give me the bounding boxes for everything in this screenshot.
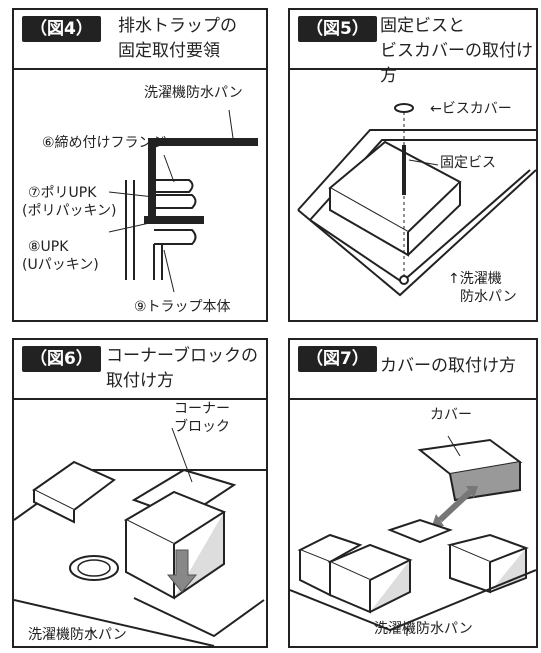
pan-label: 洗濯機防水パン — [28, 627, 127, 643]
figure-5-header: （図5） 固定ビスと ビスカバーの取付け方 — [290, 10, 536, 86]
figure-4-header: （図4） 排水トラップの 固定取付要領 — [14, 10, 266, 70]
figure-6-title: コーナーブロックの 取付け方 — [106, 346, 258, 391]
poly-upk-note: (ポリパッキン) — [22, 203, 117, 219]
figure-5-title: 固定ビスと ビスカバーの取付け方 — [380, 16, 533, 86]
figure-6-panel: （図6） コーナーブロックの 取付け方 ↑ コーナー ブロ — [12, 338, 268, 648]
figure-4-drawing: 洗濯機防水パン ⑥締め付けフランジ ⑦ポリUPK (ポリパッキン) ⑧UPK (… — [14, 70, 266, 320]
corner-block-label-line2: ブロック — [174, 419, 230, 435]
figure-6-header: （図6） コーナーブロックの 取付け方 — [14, 340, 266, 400]
drain-trap-diagram — [108, 109, 258, 293]
figure-7-panel: （図7） カバーの取付け方 ↑ カバー 洗 — [288, 338, 538, 648]
cover-diagram: ↑ — [289, 435, 537, 639]
figure-6-drawing: ↑ コーナー ブロック 洗濯機防水パン — [13, 400, 266, 647]
figure-7-title: カバーの取付け方 — [380, 356, 516, 376]
upk-note: (Uパッキン) — [22, 257, 99, 273]
poly-upk-label: ⑦ポリUPK — [28, 185, 97, 201]
pan-label-line1: ↑洗濯機 — [448, 271, 502, 287]
figure-5-panel: （図5） 固定ビスと ビスカバーの取付け方 ←ビスカバー 固定ビス ↑洗濯機 防… — [288, 8, 538, 322]
cover-label: カバー — [430, 407, 472, 423]
svg-text:↑: ↑ — [86, 627, 96, 641]
figure-7-header: （図7） カバーの取付け方 — [290, 340, 536, 400]
figure-5-drawing: ←ビスカバー 固定ビス ↑洗濯機 防水パン — [290, 70, 537, 320]
svg-text:↑: ↑ — [402, 625, 412, 639]
screw-cover-label: ←ビスカバー — [430, 101, 512, 117]
screw-diagram — [297, 103, 537, 297]
figure-4-panel: （図4） 排水トラップの 固定取付要領 洗濯機防水パン ⑥締め付けフラ — [12, 8, 268, 322]
trap-body-label: ⑨トラップ本体 — [134, 299, 231, 315]
figure-6-tag: （図6） — [22, 346, 101, 372]
figure-4-tag: （図4） — [22, 16, 101, 42]
pan-label: 洗濯機防水パン — [144, 85, 243, 101]
pan-label: 洗濯機防水パン — [374, 621, 473, 637]
figure-7-tag: （図7） — [298, 346, 377, 372]
corner-block-label-line1: コーナー — [174, 401, 230, 417]
flange-label: ⑥締め付けフランジ — [42, 135, 167, 151]
upk-label: ⑧UPK — [28, 239, 69, 255]
figure-7-drawing: ↑ カバー 洗濯機防水パン — [289, 400, 537, 646]
corner-block-diagram: ↑ — [13, 427, 266, 647]
figure-4-title: 排水トラップの 固定取付要領 — [118, 16, 237, 61]
pan-label-line2: 防水パン — [460, 289, 517, 305]
screw-label: 固定ビス — [440, 155, 496, 171]
figure-5-tag: （図5） — [298, 16, 377, 42]
